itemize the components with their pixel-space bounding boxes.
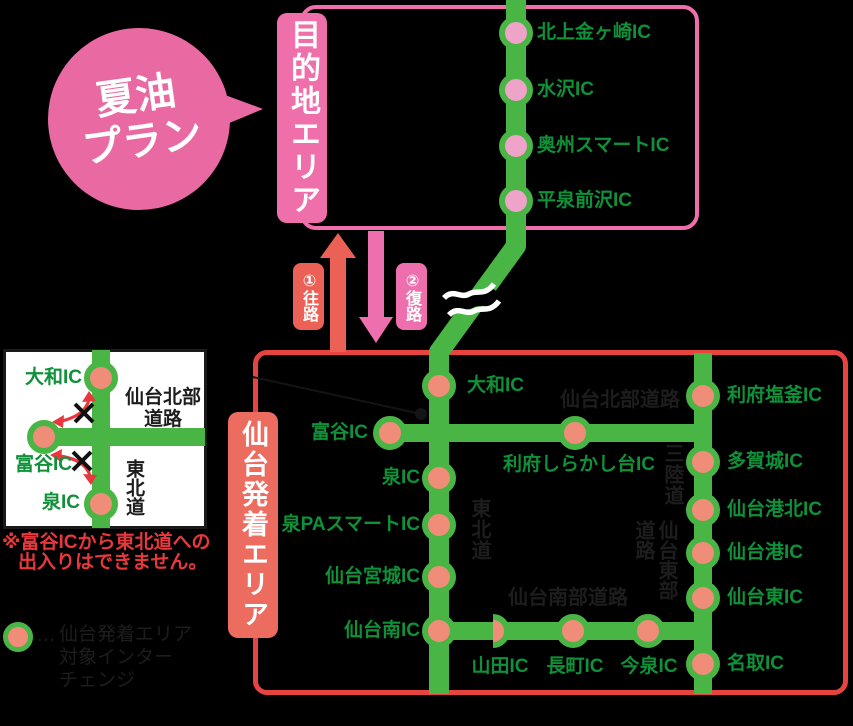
ic-node-izumi-pa-smart (422, 508, 456, 542)
ic-node-nagamachi (556, 614, 590, 648)
legend-line-2: 対象インター (59, 647, 174, 668)
ic-label-imaizumi: 今泉IC (620, 656, 678, 677)
note-line-1: ※富谷ICから東北道への (2, 532, 211, 553)
ic-node-imaizumi (631, 614, 665, 648)
ic-label-sendai-higashi: 仙台東IC (727, 587, 804, 608)
legend-line-1: 仙台発着エリア (59, 624, 193, 645)
ic-label-kitakami-kanegasaki: 北上金ヶ崎IC (537, 22, 652, 43)
callout-dot (415, 408, 427, 420)
legend-text: 仙台発着エリア 対象インター チェンジ (59, 623, 192, 692)
plan-bubble: 夏油 プラン (48, 28, 230, 210)
inset-ic-node-yamato (84, 361, 118, 395)
ic-label-mizusawa: 水沢IC (537, 79, 595, 100)
ic-node-sendai-ko-kita (686, 493, 720, 527)
ic-label-sendai-minami: 仙台南IC (343, 620, 420, 641)
ic-label-natori: 名取IC (727, 653, 785, 674)
departure-area-label: 仙台発着エリア (228, 412, 278, 638)
ic-label-izumi-pa-smart: 泉PAスマートIC (281, 514, 420, 535)
ic-label-tagajo: 多賀城IC (727, 451, 804, 472)
inset-no-entry-arrows (50, 391, 97, 485)
ic-node-yamato (422, 369, 456, 403)
ic-label-rifu-shiogama: 利府塩釜IC (727, 385, 823, 406)
ic-label-tomiya: 富谷IC (310, 422, 368, 443)
return-badge: ②復路 (396, 263, 427, 330)
legend-dots: … (36, 624, 56, 646)
ic-label-sendai-miyagi: 仙台宮城IC (324, 566, 420, 587)
outbound-badge: ①往路 (293, 263, 324, 330)
inset-callout-line (252, 376, 427, 420)
ic-node-mizusawa (499, 73, 533, 107)
ic-node-yamada (493, 614, 510, 648)
ic-node-kitakami-kanegasaki (499, 16, 533, 50)
inset-ic-node-izumi (84, 487, 118, 521)
ic-node-izumi (422, 461, 456, 495)
bubble-pointer (225, 95, 263, 124)
road-label-sendai-hokubu: 仙台北部道路 (560, 389, 680, 411)
inset-ic-node-tomiya (27, 420, 61, 454)
return-arrow-down (359, 231, 393, 343)
road-label-sanriku: 三陸道 (661, 443, 683, 506)
ic-node-tomiya (373, 416, 407, 450)
ic-node-hiraizumi-maesawa (499, 184, 533, 218)
ic-label-yamada: 山田IC (471, 656, 529, 677)
inset-x-marks (71, 402, 95, 472)
ic-node-sendai-miyagi (422, 560, 456, 594)
road-break-mark (440, 282, 502, 318)
ic-node-natori (686, 647, 720, 681)
outbound-arrow-up (320, 233, 356, 352)
inset-ic-label-yamato: 大和IC (24, 367, 82, 388)
ic-node-sendai-minami (422, 614, 456, 648)
ic-node-rifu-shirakashidai (558, 416, 592, 450)
ic-node-oshu-smart (499, 129, 533, 163)
ic-node-tagajo (686, 445, 720, 479)
inset-road-label-tohoku: 東北道 (123, 459, 144, 516)
inset-ic-label-tomiya: 富谷IC (14, 454, 72, 475)
ic-label-sendai-ko-kita: 仙台港北IC (727, 499, 823, 520)
ic-label-sendai-ko: 仙台港IC (727, 542, 804, 563)
ic-node-sendai-ko (686, 536, 720, 570)
ic-label-izumi: 泉IC (381, 467, 420, 488)
road-label-sendai-nanbu: 仙台南部道路 (508, 587, 628, 609)
ic-label-oshu-smart: 奥州スマートIC (537, 135, 670, 156)
ic-label-rifu-shirakashidai: 利府しらかし台IC (502, 454, 655, 475)
road-label-tohoku: 東北道 (468, 498, 490, 561)
ic-node-sendai-higashi (686, 581, 720, 615)
ic-label-nagamachi: 長町IC (546, 656, 604, 677)
road-label-sendai-tobu: 仙台東部道路 (632, 520, 677, 600)
ic-node-rifu-shiogama (686, 379, 720, 413)
ic-label-hiraizumi-maesawa: 平泉前沢IC (537, 190, 633, 211)
legend-ic-symbol (3, 622, 33, 652)
plan-bubble-text: 夏油 プラン (79, 68, 205, 172)
inset-road-label-sendai-hokubu: 仙台北部道路 (124, 387, 201, 430)
destination-area-label: 目的地エリア (277, 13, 327, 223)
note-line-2: 出入りはできません。 (18, 552, 208, 573)
legend-line-3: チェンジ (59, 670, 136, 691)
ic-label-yamato: 大和IC (467, 375, 525, 396)
inset-ic-label-izumi: 泉IC (41, 492, 80, 513)
